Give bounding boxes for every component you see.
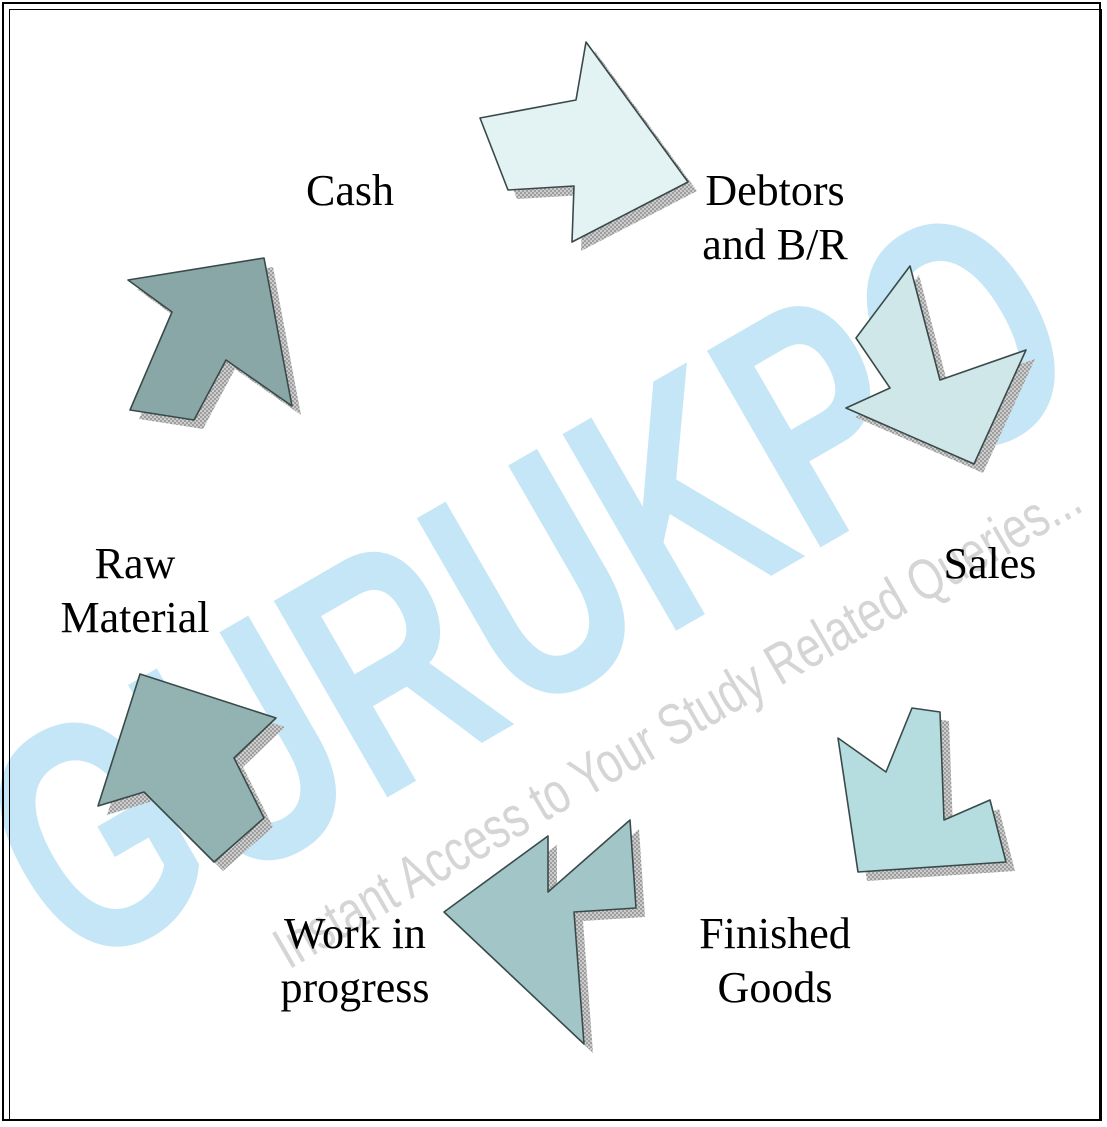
arrow-wip-to-raw bbox=[97, 673, 285, 871]
node-raw-line-1: Raw bbox=[94, 539, 176, 588]
node-debtors: Debtors and B/R bbox=[660, 164, 890, 272]
node-debtors-line-1: Debtors bbox=[705, 166, 845, 215]
node-finished-line-1: Finished bbox=[699, 909, 851, 958]
arrow-raw-to-cash bbox=[127, 257, 301, 429]
node-wip-line-2: progress bbox=[280, 963, 430, 1012]
node-cash-line-1: Cash bbox=[306, 166, 394, 215]
arrow-finished-to-wip bbox=[443, 819, 645, 1053]
inner-border bbox=[9, 9, 1102, 1121]
node-wip-line-1: Work in bbox=[284, 909, 426, 958]
node-raw-line-2: Material bbox=[60, 593, 210, 642]
node-sales: Sales bbox=[900, 537, 1080, 591]
node-finished-line-2: Goods bbox=[717, 963, 833, 1012]
node-cash: Cash bbox=[240, 164, 460, 218]
node-raw-material: Raw Material bbox=[30, 537, 240, 645]
node-sales-line-1: Sales bbox=[943, 539, 1037, 588]
arrow-debtors-to-sales bbox=[845, 265, 1035, 473]
node-finished-goods: Finished Goods bbox=[660, 907, 890, 1015]
arrow-cash-to-debtors bbox=[479, 41, 697, 251]
node-work-in-progress: Work in progress bbox=[240, 907, 470, 1015]
arrow-sales-to-finished bbox=[837, 707, 1015, 881]
node-debtors-line-2: and B/R bbox=[702, 220, 848, 269]
